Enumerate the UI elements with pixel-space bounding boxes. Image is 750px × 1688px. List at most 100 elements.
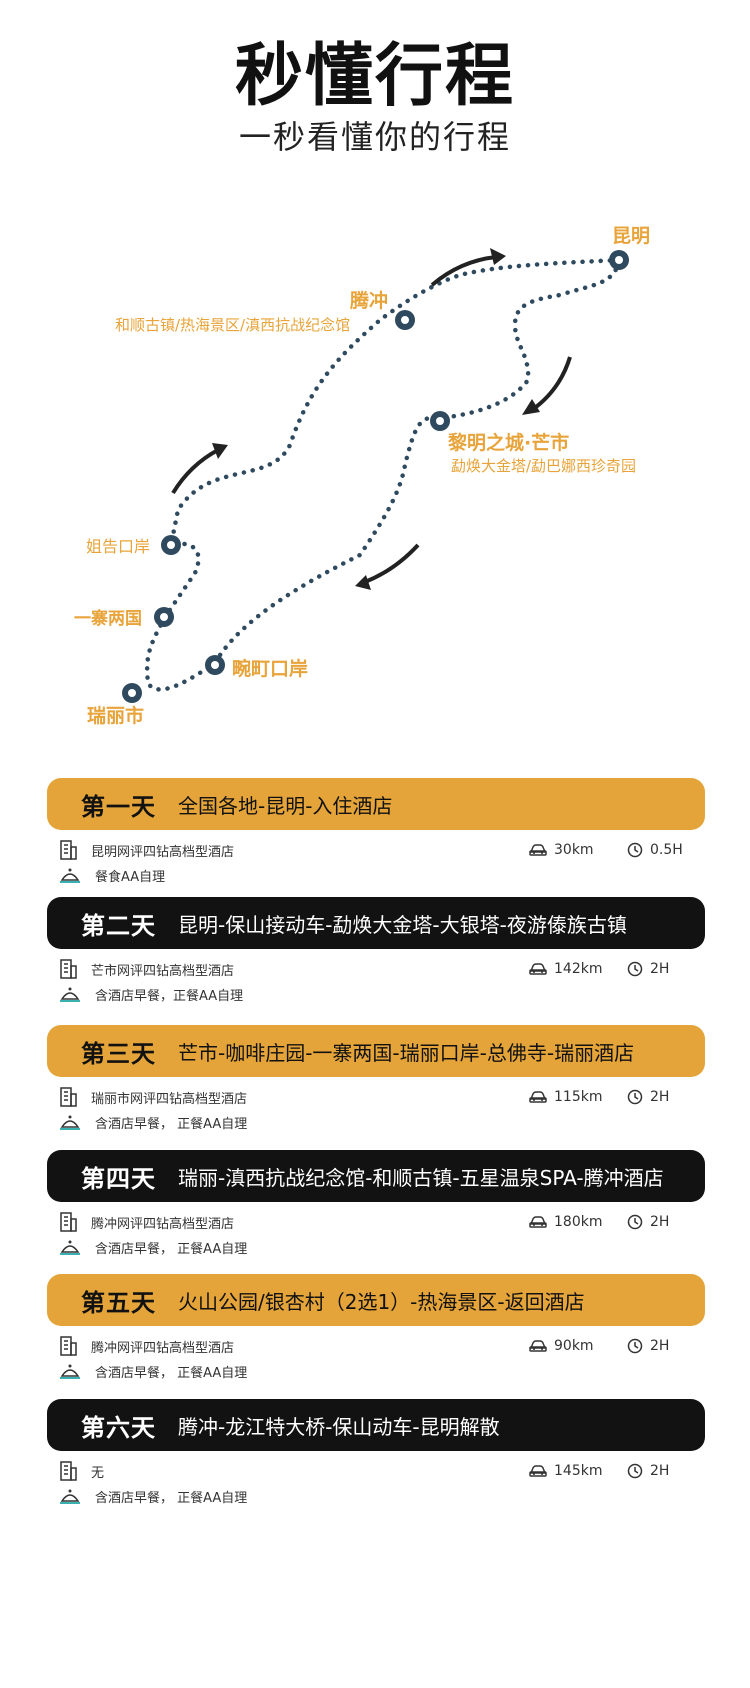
city-marker-jiegao: [161, 535, 181, 555]
city-label-wanding: 畹町口岸: [232, 657, 308, 680]
hotel-row: 无: [59, 1461, 104, 1481]
meal-row: 餐食AA自理: [59, 866, 165, 885]
car-icon: [529, 1465, 547, 1477]
distance-stat: 142km: [529, 961, 602, 977]
meal-cloche-icon: [60, 987, 80, 1002]
day-card-3: 第三天 芒市-咖啡庄园-一寨两国-瑞丽口岸-总佛寺-瑞丽酒店 瑞丽市网评四钻高档…: [47, 1025, 705, 1147]
meal-row: 含酒店早餐， 正餐AA自理: [59, 1362, 247, 1381]
duration-text: 2H: [650, 1214, 670, 1230]
day-name: 第四天: [81, 1164, 156, 1193]
distance-stat: 180km: [529, 1214, 602, 1230]
city-marker-mangshi: [430, 411, 450, 431]
curved-arrow-icon: [171, 443, 228, 495]
clock-icon: [627, 1463, 643, 1479]
duration-stat: 2H: [627, 1214, 669, 1230]
hotel-row: 瑞丽市网评四钻高档型酒店: [59, 1087, 247, 1107]
meal-cloche-icon: [60, 868, 80, 883]
route-map: 昆明 腾冲 和顺古镇/热海景区/滇西抗战纪念馆 黎明之城·芒市 勐焕大金塔/勐巴…: [74, 225, 650, 727]
distance-stat: 30km: [529, 842, 594, 858]
meal-cloche-icon: [60, 1240, 80, 1255]
car-icon: [529, 1216, 547, 1228]
meal-cloche-icon: [60, 1115, 80, 1130]
duration-stat: 2H: [627, 1463, 669, 1479]
city-sub-mangshi: 勐焕大金塔/勐巴娜西珍奇园: [451, 457, 636, 475]
duration-text: 2H: [650, 1089, 670, 1105]
distance-stat: 145km: [529, 1463, 602, 1479]
meal-text: 含酒店早餐，正餐AA自理: [95, 989, 244, 1004]
day-card-4: 第四天 瑞丽-滇西抗战纪念馆-和顺古镇-五星温泉SPA-腾冲酒店 腾冲网评四钻高…: [47, 1150, 705, 1272]
hotel-row: 腾冲网评四钻高档型酒店: [59, 1212, 234, 1232]
distance-text: 90km: [554, 1338, 594, 1354]
distance-stat: 90km: [529, 1338, 594, 1354]
day-name: 第三天: [81, 1039, 156, 1068]
distance-text: 180km: [554, 1214, 603, 1230]
day-info: 芒市网评四钻高档型酒店 含酒店早餐，正餐AA自理 142km: [47, 949, 705, 1019]
hotel-building-icon: [60, 959, 77, 979]
day-route: 芒市-咖啡庄园-一寨两国-瑞丽口岸-总佛寺-瑞丽酒店: [178, 1040, 635, 1065]
car-icon: [529, 1340, 547, 1352]
city-marker-kunming: [609, 250, 629, 270]
duration-stat: 2H: [627, 1338, 669, 1354]
city-marker-wanding: [205, 655, 225, 675]
duration-stat: 2H: [627, 1089, 669, 1105]
day-card-5: 第五天 火山公园/银杏村（2选1）-热海景区-返回酒店 腾冲网评四钻高档型酒店: [47, 1274, 705, 1396]
hotel-building-icon: [60, 840, 77, 860]
distance-text: 115km: [554, 1089, 603, 1105]
day-name: 第六天: [81, 1413, 156, 1442]
duration-stat: 2H: [627, 961, 669, 977]
day-name: 第二天: [81, 911, 156, 940]
day-header-bar: 第三天 芒市-咖啡庄园-一寨两国-瑞丽口岸-总佛寺-瑞丽酒店: [47, 1025, 705, 1077]
city-label-ruili: 瑞丽市: [87, 704, 144, 727]
route-path: [144, 257, 622, 692]
meal-text: 含酒店早餐， 正餐AA自理: [95, 1117, 248, 1132]
distance-text: 30km: [554, 842, 594, 858]
day-route: 火山公园/银杏村（2选1）-热海景区-返回酒店: [178, 1289, 585, 1314]
hotel-building-icon: [60, 1087, 77, 1107]
meal-text: 含酒店早餐， 正餐AA自理: [95, 1242, 248, 1257]
city-label-yizhai: 一寨两国: [74, 608, 142, 629]
hotel-row: 芒市网评四钻高档型酒店: [59, 959, 234, 979]
distance-text: 142km: [554, 961, 603, 977]
day-header-bar: 第四天 瑞丽-滇西抗战纪念馆-和顺古镇-五星温泉SPA-腾冲酒店: [47, 1150, 705, 1202]
duration-text: 2H: [650, 1338, 670, 1354]
hotel-row: 昆明网评四钻高档型酒店: [59, 840, 234, 860]
city-label-tengchong: 腾冲: [349, 289, 388, 312]
car-icon: [529, 844, 547, 856]
hotel-text: 无: [91, 1465, 105, 1481]
duration-text: 0.5H: [650, 842, 683, 858]
day-route: 昆明-保山接动车-勐焕大金塔-大银塔-夜游傣族古镇: [178, 912, 627, 937]
curved-arrow-icon: [430, 248, 506, 287]
day-route: 全国各地-昆明-入住酒店: [178, 793, 393, 818]
day-card-6: 第六天 腾冲-龙江特大桥-保山动车-昆明解散 无: [47, 1399, 705, 1521]
day-header-bar: 第五天 火山公园/银杏村（2选1）-热海景区-返回酒店: [47, 1274, 705, 1326]
duration-text: 2H: [650, 1463, 670, 1479]
meal-text: 含酒店早餐， 正餐AA自理: [95, 1491, 248, 1506]
day-info: 腾冲网评四钻高档型酒店 含酒店早餐， 正餐AA自理 90km: [47, 1326, 705, 1396]
meal-row: 含酒店早餐，正餐AA自理: [59, 985, 243, 1004]
meal-row: 含酒店早餐， 正餐AA自理: [59, 1487, 247, 1506]
city-label-mangshi: 黎明之城·芒市: [448, 431, 569, 454]
clock-icon: [627, 1089, 643, 1105]
curved-arrow-icon: [355, 543, 420, 590]
day-card-1: 第一天 全国各地-昆明-入住酒店 昆明网评四钻高档型酒店: [47, 778, 705, 900]
hotel-text: 昆明网评四钻高档型酒店: [91, 844, 235, 860]
curved-arrow-icon: [522, 356, 572, 415]
day-header-bar: 第一天 全国各地-昆明-入住酒店: [47, 778, 705, 830]
clock-icon: [627, 842, 643, 858]
day-info: 腾冲网评四钻高档型酒店 含酒店早餐， 正餐AA自理 180km: [47, 1202, 705, 1272]
day-card-2: 第二天 昆明-保山接动车-勐焕大金塔-大银塔-夜游傣族古镇 芒市网评四钻高档型酒…: [47, 897, 705, 1019]
page-subtitle: 一秒看懂你的行程: [238, 118, 511, 156]
day-name: 第五天: [81, 1288, 156, 1317]
duration-text: 2H: [650, 961, 670, 977]
distance-text: 145km: [554, 1463, 603, 1479]
city-label-kunming: 昆明: [612, 225, 650, 247]
city-label-jiegao: 姐告口岸: [86, 537, 150, 556]
meal-cloche-icon: [60, 1364, 80, 1379]
car-icon: [529, 1091, 547, 1103]
day-name: 第一天: [81, 792, 156, 821]
day-header-bar: 第二天 昆明-保山接动车-勐焕大金塔-大银塔-夜游傣族古镇: [47, 897, 705, 949]
hotel-text: 腾冲网评四钻高档型酒店: [91, 1340, 235, 1356]
meal-row: 含酒店早餐， 正餐AA自理: [59, 1238, 247, 1257]
day-info: 无 含酒店早餐， 正餐AA自理 145km: [47, 1451, 705, 1521]
hotel-text: 瑞丽市网评四钻高档型酒店: [91, 1091, 248, 1107]
